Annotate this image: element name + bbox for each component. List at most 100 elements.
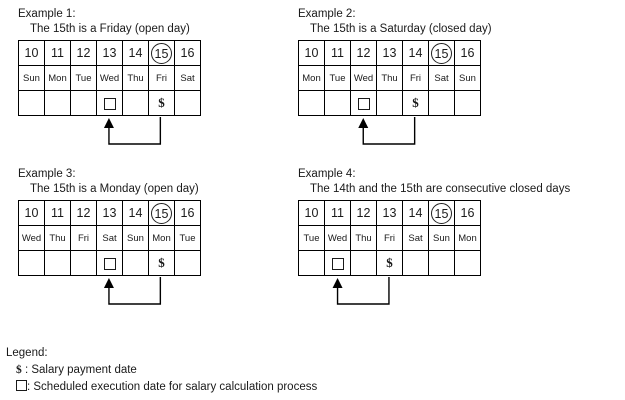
arrow-head-icon xyxy=(103,278,114,288)
marker-cell xyxy=(376,90,403,116)
day-number-cell: 13 xyxy=(376,200,403,226)
weekday-cell: Sat xyxy=(174,65,201,91)
weekday-cell: Tue xyxy=(324,65,351,91)
weekday-cell: Thu xyxy=(376,65,403,91)
circle-highlight-icon: 15 xyxy=(431,42,452,64)
weekday-cell: Mon xyxy=(454,225,481,251)
weekday-cell: Fri xyxy=(402,65,429,91)
legend-title: Legend: xyxy=(6,347,48,359)
example-block-1: Example 1: The 15th is a Friday (open day… xyxy=(18,7,201,145)
example-block-2: Example 2:The 15th is a Saturday (closed… xyxy=(298,7,492,145)
table-row-markers: $ xyxy=(18,250,201,276)
legend-square-text: Scheduled execution date for salary calc… xyxy=(33,381,318,393)
day-number-cell: 10 xyxy=(298,200,325,226)
marker-cell xyxy=(70,250,97,276)
weekday-cell: Wed xyxy=(350,65,377,91)
weekday-cell: Wed xyxy=(324,225,351,251)
scheduled-execution-square-icon xyxy=(103,97,116,110)
day-number-cell: 12 xyxy=(350,200,377,226)
weekday-cell: Wed xyxy=(18,225,45,251)
weekday-cell: Sat xyxy=(96,225,123,251)
marker-cell xyxy=(70,90,97,116)
day-number-cell: 16 xyxy=(454,40,481,66)
circle-highlight-icon: 15 xyxy=(151,202,172,224)
day-number-cell: 10 xyxy=(18,40,45,66)
marker-cell xyxy=(96,90,123,116)
marker-cell: $ xyxy=(376,250,403,276)
weekday-cell: Sat xyxy=(402,225,429,251)
square-icon xyxy=(16,380,27,391)
arrow-head-icon xyxy=(103,118,114,128)
marker-cell xyxy=(350,90,377,116)
day-number-cell: 10 xyxy=(298,40,325,66)
day-number-cell: 15 xyxy=(148,200,175,226)
example-title: Example 1: xyxy=(18,8,76,20)
marker-cell xyxy=(44,250,71,276)
weekday-cell: Thu xyxy=(122,65,149,91)
dollar-icon: $ xyxy=(16,364,22,376)
scheduled-execution-square-icon xyxy=(103,257,116,270)
marker-cell xyxy=(324,90,351,116)
marker-cell xyxy=(122,250,149,276)
weekday-cell: Fri xyxy=(148,65,175,91)
marker-cell xyxy=(96,250,123,276)
weekday-cell: Wed xyxy=(96,65,123,91)
marker-cell xyxy=(350,250,377,276)
table-row-markers: $ xyxy=(298,250,481,276)
day-number-cell: 11 xyxy=(44,40,71,66)
weekday-cell: Sun xyxy=(454,65,481,91)
example-subtitle: The 15th is a Friday (open day) xyxy=(30,23,190,35)
marker-cell xyxy=(454,250,481,276)
marker-cell xyxy=(298,250,325,276)
table-row-markers: $ xyxy=(18,90,201,116)
day-number-cell: 12 xyxy=(350,40,377,66)
example-subtitle: The 15th is a Monday (open day) xyxy=(30,183,199,195)
marker-cell xyxy=(428,250,455,276)
day-number-cell: 15 xyxy=(148,40,175,66)
marker-cell xyxy=(174,250,201,276)
marker-cell xyxy=(402,250,429,276)
example-subtitle: The 14th and the 15th are consecutive cl… xyxy=(310,183,571,195)
day-number-cell: 12 xyxy=(70,200,97,226)
day-number-cell: 13 xyxy=(96,40,123,66)
day-number-cell: 11 xyxy=(324,40,351,66)
salary-payment-dollar-icon: $ xyxy=(158,255,165,270)
legend-dollar-text: Salary payment date xyxy=(31,364,137,376)
weekday-cell: Mon xyxy=(298,65,325,91)
weekday-cell: Tue xyxy=(298,225,325,251)
marker-cell xyxy=(18,90,45,116)
day-number-cell: 12 xyxy=(70,40,97,66)
legend-row-salary-payment: $ : Salary payment date xyxy=(16,362,317,379)
weekday-cell: Mon xyxy=(148,225,175,251)
day-number-cell: 15 xyxy=(428,40,455,66)
example-subtitle: The 15th is a Saturday (closed day) xyxy=(310,23,492,35)
day-number-cell: 10 xyxy=(18,200,45,226)
day-number-cell: 15 xyxy=(428,200,455,226)
arrow-head-icon xyxy=(358,118,369,128)
weekday-cell: Fri xyxy=(70,225,97,251)
circle-highlight-icon: 15 xyxy=(151,42,172,64)
legend-square-separator: : xyxy=(27,381,34,393)
salary-payment-dollar-icon: $ xyxy=(386,255,393,270)
weekday-cell: Thu xyxy=(44,225,71,251)
weekday-cell: Sat xyxy=(428,65,455,91)
marker-cell: $ xyxy=(402,90,429,116)
weekday-cell: Tue xyxy=(70,65,97,91)
example-block-4: Example 4:The 14th and the 15th are cons… xyxy=(298,167,571,305)
example-title: Example 3: xyxy=(18,168,76,180)
weekday-cell: Thu xyxy=(350,225,377,251)
table-row-markers: $ xyxy=(298,90,481,116)
marker-cell xyxy=(122,90,149,116)
marker-cell: $ xyxy=(148,90,175,116)
circle-highlight-icon: 15 xyxy=(431,202,452,224)
